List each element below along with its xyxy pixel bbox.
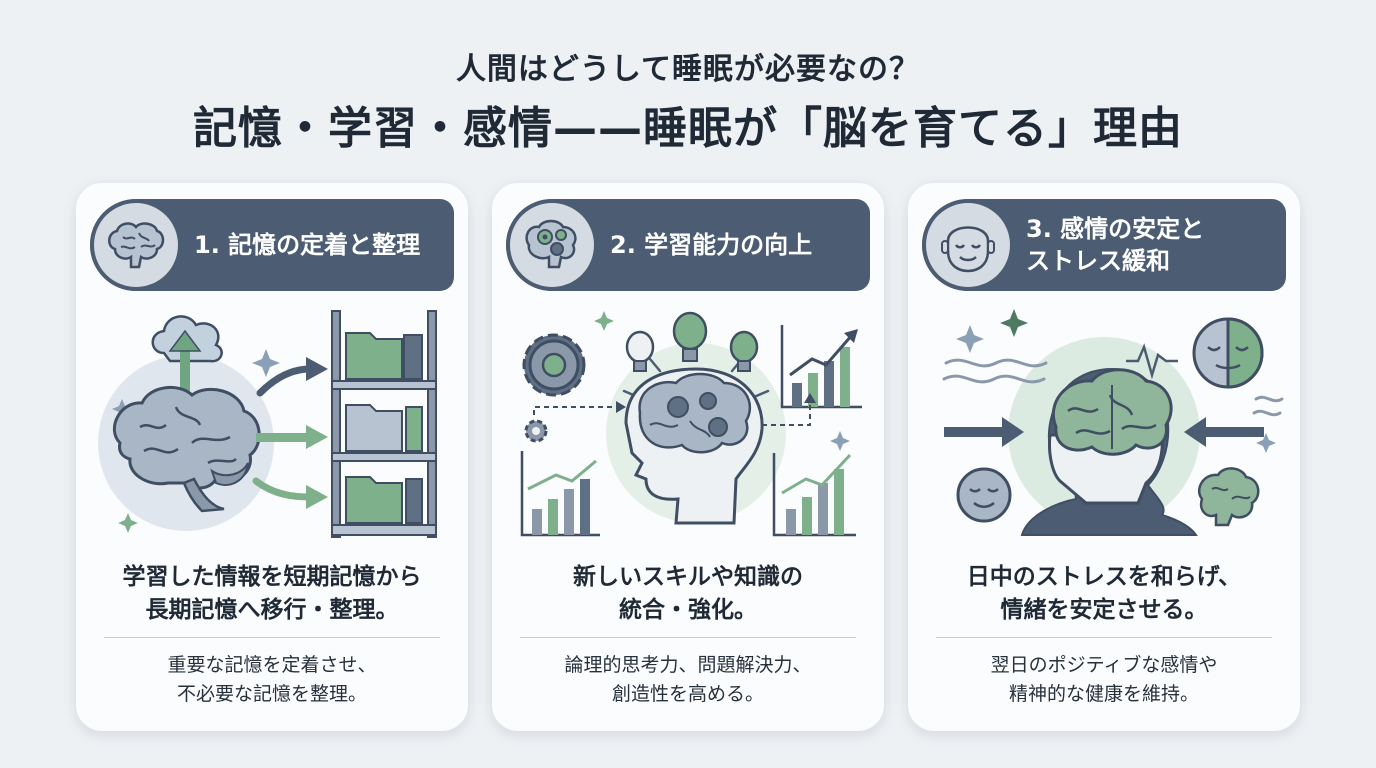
learning-illustration xyxy=(520,311,862,537)
card-title: 3. 感情の安定と ストレス緩和 xyxy=(1026,199,1274,291)
page-title: 記憶・学習・感情——睡眠が「脳を育てる」理由 xyxy=(193,103,1183,154)
chart-up-icon xyxy=(772,453,856,537)
card-banner: 1. 記憶の定着と整理 xyxy=(90,199,454,291)
card-sub-text: 論理的思考力、問題解決力、 創造性を高める。 xyxy=(492,651,884,708)
sub-line: 精神的な健康を維持。 xyxy=(1008,682,1199,705)
main-line: 情緒を安定させる。 xyxy=(1000,597,1208,624)
chart-up-icon xyxy=(780,325,862,409)
card-memory: 1. 記憶の定着と整理 xyxy=(76,183,468,731)
small-gear-icon xyxy=(524,419,548,443)
sub-line: 翌日のポジティブな感情や xyxy=(990,654,1218,676)
main-line: 長期記憶へ移行・整理。 xyxy=(145,597,399,624)
transfer-arrows xyxy=(252,357,328,509)
title-line: ストレス緩和 xyxy=(1026,247,1170,275)
card-title: 2. 学習能力の向上 xyxy=(610,230,813,259)
chart-up-icon xyxy=(520,451,600,537)
calm-face-icon xyxy=(922,199,1014,291)
main-line: 新しいスキルや知識の xyxy=(573,564,803,590)
smile-face-icon xyxy=(956,467,1012,523)
head-brain-illustration xyxy=(624,367,764,525)
half-face-icon xyxy=(1192,317,1264,389)
brain-gears-icon xyxy=(506,199,598,291)
title-line: 3. 感情の安定と xyxy=(1026,214,1205,243)
card-main-text: 日中のストレスを和らげ、 情緒を安定させる。 xyxy=(908,561,1300,628)
card-banner: 2. 学習能力の向上 xyxy=(506,199,870,291)
card-sub-text: 重要な記憶を定着させ、 不必要な記憶を整理。 xyxy=(76,651,468,708)
upload-arrow-icon xyxy=(168,329,202,391)
card-banner: 3. 感情の安定と ストレス緩和 xyxy=(922,199,1286,291)
main-line: 日中のストレスを和らげ、 xyxy=(966,564,1242,590)
card-sub-text: 翌日のポジティブな感情や 精神的な健康を維持。 xyxy=(908,651,1300,708)
main-line: 学習した情報を短期記憶から xyxy=(122,564,422,590)
head-brain-illustration xyxy=(1020,367,1198,536)
main-line: 統合・強化。 xyxy=(619,597,757,624)
sub-line: 不必要な記憶を整理。 xyxy=(176,682,367,705)
card-title: 1. 記憶の定着と整理 xyxy=(194,230,421,259)
memory-illustration xyxy=(98,310,437,538)
brain-icon xyxy=(90,199,182,291)
emotion-illustration xyxy=(942,309,1284,536)
card-learning: 2. 学習能力の向上 xyxy=(492,183,884,731)
divider xyxy=(104,637,440,638)
brain-icon xyxy=(1197,467,1260,527)
sub-line: 論理的思考力、問題解決力、 xyxy=(564,654,812,676)
divider xyxy=(520,637,856,638)
page-subtitle: 人間はどうして睡眠が必要なの？ xyxy=(455,52,921,87)
brain-illustration xyxy=(113,385,261,513)
card-main-text: 学習した情報を短期記憶から 長期記憶へ移行・整理。 xyxy=(76,561,468,628)
card-emotion: 3. 感情の安定と ストレス緩和 xyxy=(908,183,1300,731)
gear-icon xyxy=(522,333,586,397)
sub-line: 創造性を高める。 xyxy=(611,682,764,705)
divider xyxy=(936,637,1272,638)
card-main-text: 新しいスキルや知識の 統合・強化。 xyxy=(492,561,884,628)
lightbulb-icon xyxy=(625,311,759,372)
sub-line: 重要な記憶を定着させ、 xyxy=(167,654,377,676)
file-shelf-icon xyxy=(331,310,437,538)
